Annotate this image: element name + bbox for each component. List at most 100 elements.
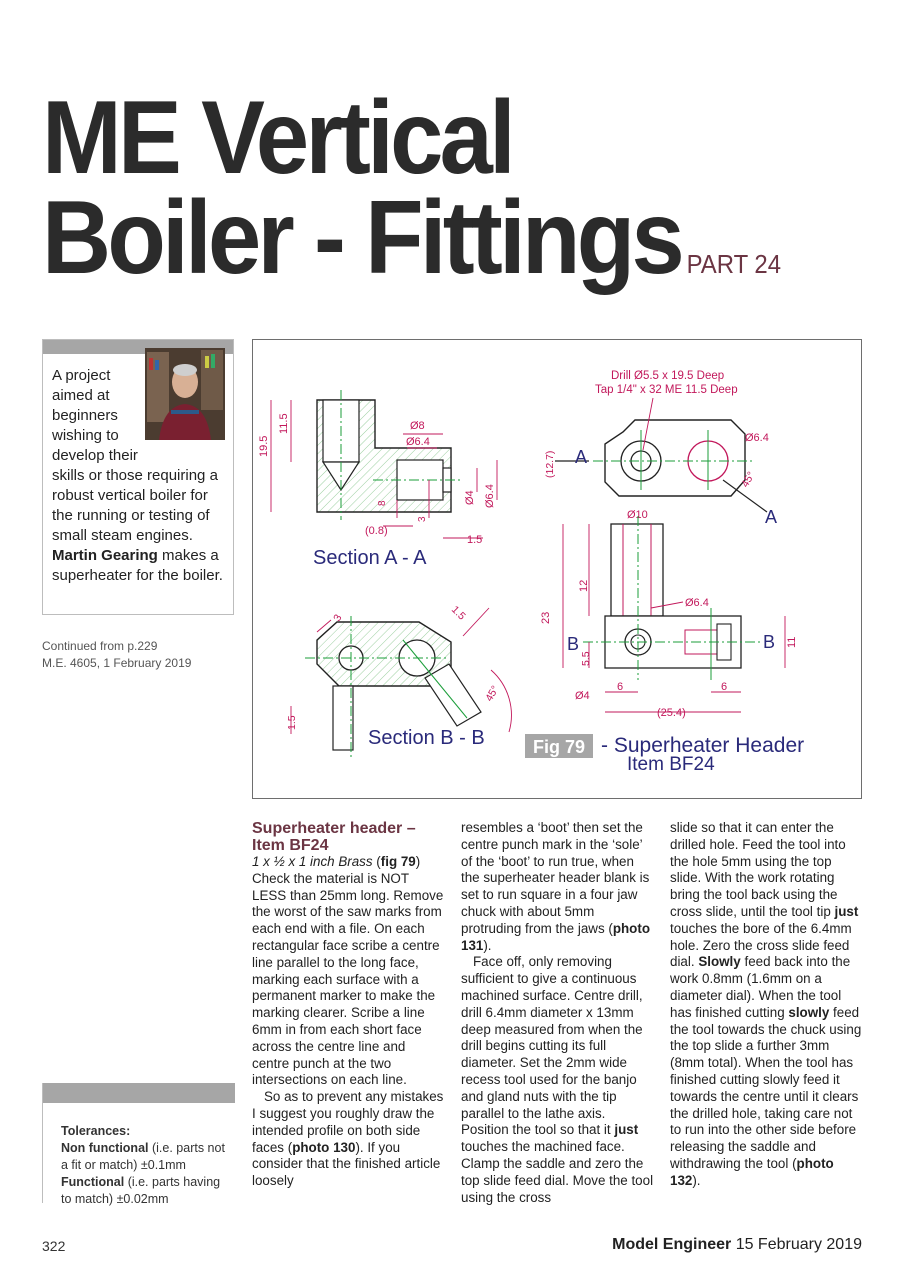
dim-1-5-a: 1.5	[467, 534, 482, 546]
fig-caption-line-1: - Superheater Header	[601, 734, 804, 757]
non-functional-text: (i.e. parts not a fit or match) ±0.1mm	[61, 1141, 225, 1172]
part-number: PART 24	[686, 249, 782, 279]
continued-line-1: Continued from p.229	[42, 639, 158, 653]
section-mark-b-1: B	[567, 634, 579, 654]
figure-79: 19.5 11.5 Ø8 Ø6.4 Ø4 Ø6.4 8 3 (0.8) 1.5 …	[252, 339, 862, 799]
dim-23: 23	[540, 612, 552, 624]
dim-dia-10: Ø10	[627, 509, 648, 521]
fig-label-bg	[525, 734, 593, 758]
dim-11: 11	[786, 637, 798, 648]
intro-line: aimed at	[52, 387, 110, 404]
issue-date: 15 February 2019	[735, 1236, 862, 1253]
non-functional-label: Non functional	[61, 1141, 149, 1155]
fig-label: Fig 79	[533, 737, 585, 757]
dim-5-5: 5.5	[580, 651, 592, 666]
dim-19-5: 19.5	[258, 436, 270, 457]
drill-note-2: Tap 1/4" x 32 ME 11.5 Deep	[595, 384, 738, 396]
article-column-3: slide so that it can enter the drilled h…	[670, 820, 863, 1190]
article-column-1: Superheater header – Item BF24 1 x ½ x 1…	[252, 820, 445, 1190]
plan-view-drawing	[555, 397, 768, 513]
dim-dia-6-4-d: Ø6.4	[685, 597, 709, 609]
section-aa-drawing	[270, 390, 498, 539]
dim-25-4: (25.4)	[657, 707, 686, 719]
photo-131-ref: photo 131	[461, 920, 651, 953]
section-bb-drawing	[290, 607, 512, 760]
author-name: Martin Gearing	[52, 547, 158, 564]
tolerances-bar	[43, 1083, 235, 1103]
magazine-name: Model Engineer	[612, 1236, 732, 1253]
paragraph-3-end: ).	[483, 937, 492, 953]
paragraph-3-text: resembles a ‘boot’ then set the centre p…	[461, 820, 650, 936]
emphasis-just: just	[834, 903, 859, 919]
intro-line: A project	[52, 367, 111, 384]
functional-text: (i.e. parts having to match) ±0.02mm	[61, 1175, 221, 1206]
paragraph-5-text: slide so that it can enter the drilled h…	[670, 820, 846, 919]
footer-magazine: Model Engineer 15 February 2019	[612, 1236, 862, 1254]
section-bb-label: Section B - B	[368, 727, 485, 749]
paragraph-2-end: ). If you consider that the finished art…	[252, 1139, 441, 1189]
section-mark-a-2: A	[765, 507, 777, 527]
fig-reference: fig 79	[380, 854, 416, 869]
dim-3-b: 3	[331, 612, 344, 623]
tolerances-text: Tolerances: Non functional (i.e. parts n…	[61, 1123, 233, 1208]
front-view-drawing	[562, 516, 786, 713]
dim-45-b: 45°	[483, 684, 501, 704]
paragraph-3: resembles a ‘boot’ then set the centre p…	[461, 820, 654, 954]
intro-line: beginners	[52, 407, 118, 424]
dim-1-5-b: 1.5	[449, 604, 468, 623]
dim-12-7: (12.7)	[544, 451, 556, 478]
dim-dia-6-4-a: Ø6.4	[406, 436, 430, 448]
title-line-2: Boiler - Fittings	[42, 180, 685, 296]
intro-tail: makes a superheater for the boiler.	[52, 547, 223, 584]
dim-dia-6-4-b: Ø6.4	[484, 484, 496, 508]
paragraph-4-text: Face off, only removing sufficient to gi…	[461, 954, 643, 1138]
paragraph-5-mid: touches the bore of the 6.4mm hole. Zero…	[670, 920, 852, 970]
dim-6-b: 6	[721, 681, 727, 693]
dim-11-5: 11.5	[278, 413, 290, 434]
continued-line-2: M.E. 4605, 1 February 2019	[42, 656, 192, 670]
page-number: 322	[42, 1238, 66, 1254]
paragraph-2: So as to prevent any mistakes I suggest …	[252, 1089, 445, 1190]
section-mark-a-1: A	[575, 447, 587, 467]
dim-dia-4-b: Ø4	[575, 690, 590, 702]
emphasis-just: just	[614, 1122, 639, 1138]
material-spec: 1 x ½ x 1 inch Brass	[252, 854, 373, 869]
functional-label: Functional	[61, 1175, 125, 1189]
article-column-2: resembles a ‘boot’ then set the centre p…	[461, 820, 654, 1206]
continued-note: Continued from p.229 M.E. 4605, 1 Februa…	[42, 638, 191, 672]
fig-caption-line-2: Item BF24	[627, 754, 715, 775]
intro-text: A project aimed at beginners wishing to …	[52, 366, 228, 586]
tolerances-panel: Tolerances: Non functional (i.e. parts n…	[42, 1083, 235, 1206]
paragraph-5-mid-3: feed the tool towards the chuck using th…	[670, 1004, 862, 1171]
paragraph-5: slide so that it can enter the drilled h…	[670, 820, 863, 1190]
paragraph-1: 1 x ½ x 1 inch Brass (fig 79) Check the …	[252, 854, 444, 1088]
photo-130-ref: photo 130	[292, 1139, 356, 1155]
section-heading: Superheater header – Item BF24	[252, 820, 416, 854]
photo-132-ref: photo 132	[670, 1155, 834, 1188]
drill-note-1: Drill Ø5.5 x 19.5 Deep	[611, 370, 724, 382]
dim-0-8: (0.8)	[365, 525, 388, 537]
section-aa-label: Section A - A	[313, 547, 427, 569]
tolerances-heading: Tolerances:	[61, 1124, 131, 1138]
intro-line: wishing to	[52, 427, 119, 444]
paragraph-5-mid-2: feed back into the work 0.8mm (1.6mm on …	[670, 954, 851, 1020]
section-mark-b-2: B	[763, 632, 775, 652]
paragraph-1-text: Check the material is NOT LESS than 25mm…	[252, 870, 444, 1088]
dim-8: 8	[377, 500, 388, 506]
intro-panel: A project aimed at beginners wishing to …	[42, 339, 234, 615]
paragraph-4-end: touches the machined face. Clamp the sad…	[461, 1139, 654, 1205]
author-photo	[145, 348, 225, 440]
paragraph-2-text: So as to prevent any mistakes I suggest …	[252, 1089, 444, 1155]
dim-1-5-c: 1.5	[286, 715, 298, 730]
emphasis-slowly: Slowly	[698, 954, 741, 970]
paragraph-5-end: ).	[692, 1172, 701, 1188]
dim-dia-4-a: Ø4	[464, 490, 476, 505]
emphasis-slowly: slowly	[788, 1004, 830, 1020]
dim-dia-6-4-c: Ø6.4	[745, 432, 769, 444]
paragraph-4: Face off, only removing sufficient to gi…	[461, 954, 654, 1206]
dim-dia-8: Ø8	[410, 420, 425, 432]
intro-line: develop their	[52, 447, 138, 464]
title-line-1: ME Vertical	[42, 80, 516, 196]
dim-6-a: 6	[617, 681, 623, 693]
